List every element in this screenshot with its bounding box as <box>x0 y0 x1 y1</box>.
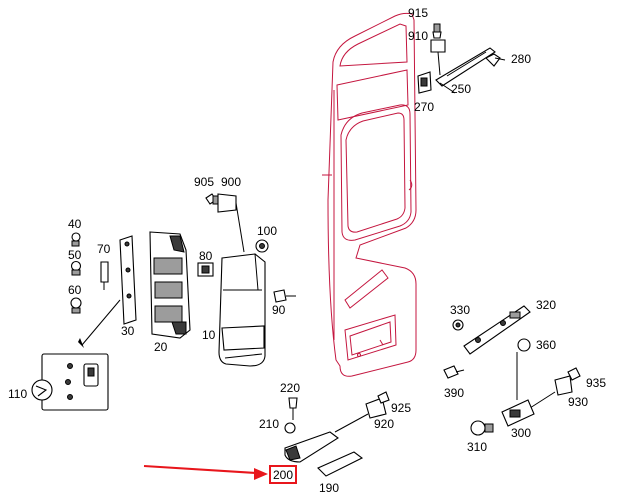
label-280[interactable]: 280 <box>511 52 531 66</box>
label-270[interactable]: 270 <box>414 100 434 114</box>
label-90[interactable]: 90 <box>272 303 286 317</box>
label-100[interactable]: 100 <box>257 224 277 238</box>
label-320[interactable]: 320 <box>536 298 556 312</box>
label-300[interactable]: 300 <box>511 426 531 440</box>
label-70[interactable]: 70 <box>97 242 111 256</box>
label-900[interactable]: 900 <box>221 175 241 189</box>
part-910-socket <box>430 39 446 76</box>
label-190[interactable]: 190 <box>319 481 339 495</box>
part-320-licence-lamp-strip <box>463 305 531 355</box>
part-40-bulb <box>71 232 81 247</box>
part-90-screw <box>273 289 296 303</box>
part-310-bulb <box>470 420 494 436</box>
label-50[interactable]: 50 <box>68 248 82 262</box>
part-250-third-brake-light <box>435 47 496 94</box>
label-390[interactable]: 390 <box>444 386 464 400</box>
part-905-bulb <box>205 193 221 205</box>
part-60-bulb <box>70 297 82 314</box>
label-30[interactable]: 30 <box>121 324 135 338</box>
part-360-grommet <box>516 338 531 400</box>
label-60[interactable]: 60 <box>68 283 82 297</box>
highlight-box <box>269 465 297 484</box>
part-20-lamp-lens <box>149 231 191 339</box>
label-915[interactable]: 915 <box>408 6 428 20</box>
rear-door <box>322 12 417 377</box>
label-930[interactable]: 930 <box>568 395 588 409</box>
part-900-bulb-holder <box>217 193 245 253</box>
part-280-screw <box>485 53 506 67</box>
part-100-nut <box>255 239 269 253</box>
label-310[interactable]: 310 <box>467 440 487 454</box>
label-250[interactable]: 250 <box>451 82 471 96</box>
part-200-side-marker-lamp <box>284 431 339 463</box>
part-925-bulb <box>377 391 390 404</box>
part-210-bulb <box>284 422 296 434</box>
part-70-bulb <box>100 261 109 290</box>
part-80-clip <box>197 262 214 277</box>
label-210[interactable]: 210 <box>259 417 279 431</box>
label-10[interactable]: 10 <box>202 328 216 342</box>
label-330[interactable]: 330 <box>450 303 470 317</box>
part-10-tail-lamp <box>218 253 266 367</box>
label-920[interactable]: 920 <box>374 417 394 431</box>
part-915-bulb <box>432 23 442 39</box>
label-925[interactable]: 925 <box>391 401 411 415</box>
label-910[interactable]: 910 <box>408 29 428 43</box>
part-300-lamp-housing <box>501 399 535 427</box>
label-110[interactable]: 110 <box>8 387 27 401</box>
part-930-socket <box>529 375 573 409</box>
label-905[interactable]: 905 <box>194 175 214 189</box>
label-935[interactable]: 935 <box>586 376 606 390</box>
label-80[interactable]: 80 <box>199 249 213 263</box>
label-360[interactable]: 360 <box>536 338 556 352</box>
label-220[interactable]: 220 <box>280 381 300 395</box>
part-30-bulb-carrier <box>78 235 137 348</box>
label-40[interactable]: 40 <box>68 217 82 231</box>
label-200[interactable]: 200 <box>273 468 293 482</box>
highlight-arrow <box>143 465 268 480</box>
part-270-clip <box>417 71 432 94</box>
part-220-bulb <box>288 397 298 420</box>
part-330-clip <box>452 319 464 331</box>
part-190-lens <box>317 451 364 477</box>
part-390-screw <box>443 365 465 379</box>
label-20[interactable]: 20 <box>154 340 168 354</box>
part-50-bulb <box>70 260 82 276</box>
part-110-repair-kit <box>31 353 109 411</box>
